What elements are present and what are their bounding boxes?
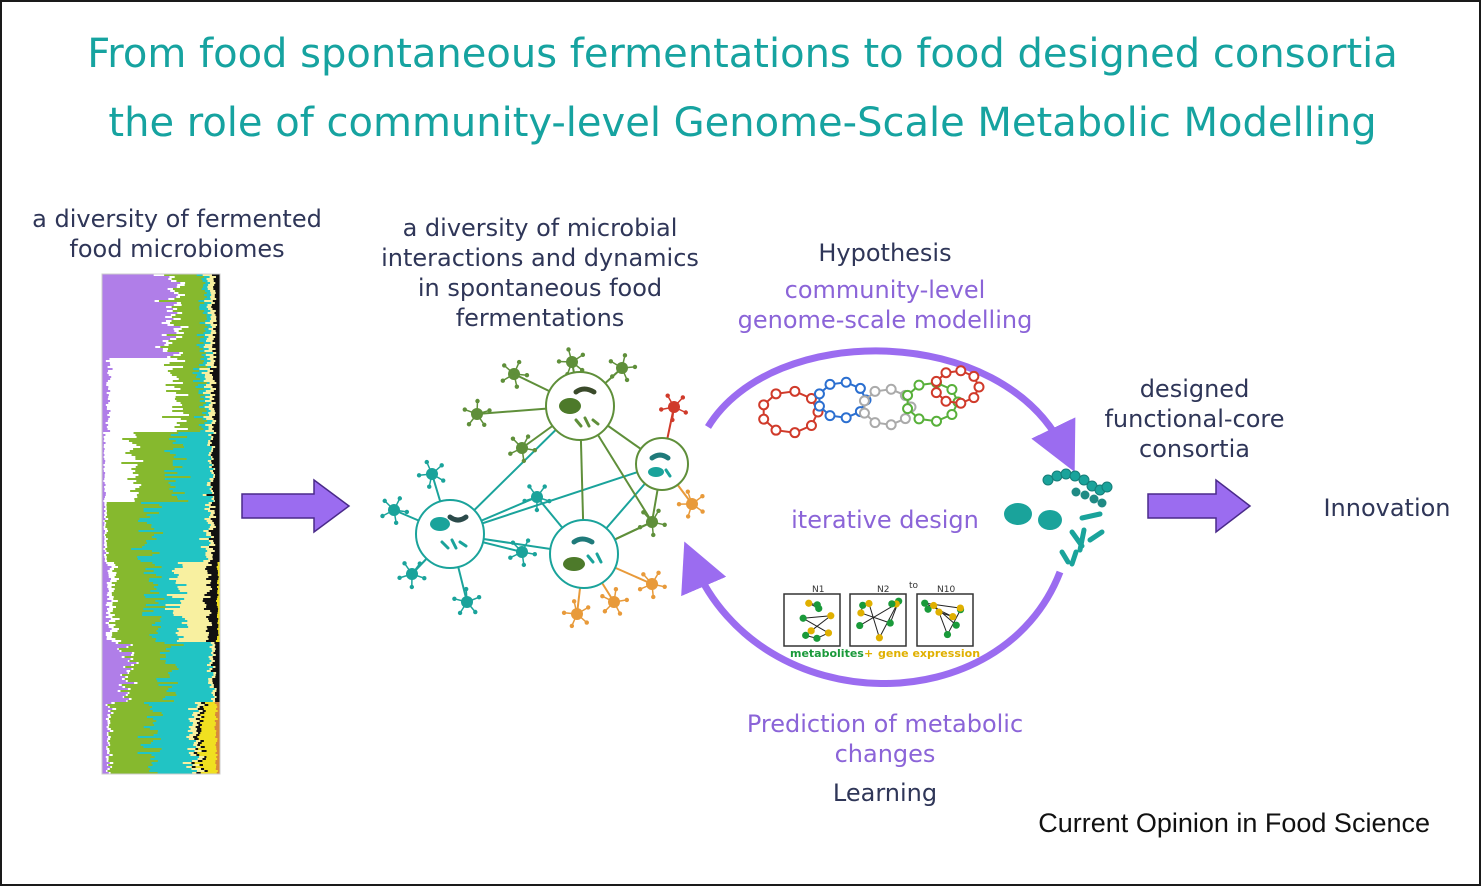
satellite-node [449,533,538,568]
right-arrow-1 [241,478,351,534]
coccus-cell [1080,490,1090,500]
microbiome-composition-strip [102,274,220,774]
label-line: consortia [1139,435,1250,463]
coccus-cell [1071,487,1081,497]
label-line: in spontaneous food [417,274,663,302]
label-microbial-interactions: a diversity of microbial interactions an… [360,213,720,333]
label-hypothesis: Hypothesis [818,239,952,267]
label-iterative-design: iterative design [791,506,979,534]
label-line: community-level [784,276,986,304]
label-line: designed [1139,375,1250,403]
coccus-cell [1042,474,1054,486]
label-line: a diversity of fermented [32,205,322,233]
network-box [916,593,974,647]
coccus-cell [1078,474,1090,486]
metabolic-ring [930,365,985,409]
satellite-node [522,484,585,555]
label-line: changes [834,740,936,768]
metabolic-ring [758,385,824,439]
coccus-cell [1101,481,1113,493]
coccus-cell [1051,470,1063,482]
label-line: functional-core [1104,405,1285,433]
genome-scale-model-icon [758,365,985,439]
label-fermented-microbiomes: a diversity of fermented food microbiome… [12,204,342,264]
satellite-node [500,359,581,407]
panel-label-n1: N1 [812,585,824,595]
label-line: genome-scale modelling [737,306,1033,334]
label-innovation: Innovation [1323,494,1451,522]
microbe-hub [415,499,485,569]
label-community-modelling: community-level genome-scale modelling [705,275,1065,335]
label-line: fermentations [455,304,625,332]
label-line: food microbiomes [69,235,285,263]
legend-gene-expression: gene expression [878,647,980,660]
networks-panel: N1 N2 to N10 metabolites + gene expressi… [783,581,980,661]
coccus-cell [1097,498,1107,508]
cycle-arrow-bottom [681,541,1064,687]
label-line: interactions and dynamics [381,244,699,272]
legend-line: metabolites + gene expression [790,642,980,661]
coccus-cell [1089,494,1099,504]
satellite-node [462,398,581,427]
strip-border [101,273,221,775]
network-box [849,593,907,647]
coccus-cell [1060,468,1072,480]
microbe-hub [545,371,615,441]
cycle-arrow-top [705,347,1076,473]
panel-label-to: to [909,581,919,591]
microbe-hub [549,519,619,589]
designed-consortium-icon [1004,468,1113,567]
microbial-interaction-network [380,347,705,629]
label-designed-consortia: designed functional-core consortia [1087,374,1302,464]
label-line: Prediction of metabolic [746,710,1024,738]
coccus-cell [1069,470,1081,482]
title-line-2: the role of community-level Genome-Scale… [108,100,1377,146]
microbe-hub [635,437,689,491]
network-box [783,593,841,647]
journal-credit: Current Opinion in Food Science [1038,808,1430,838]
right-arrow-2 [1147,478,1252,534]
label-learning: Learning [832,779,938,807]
legend-metabolites: metabolites [790,647,864,660]
label-line: a diversity of microbial [402,214,678,242]
title-line-1: From food spontaneous fermentations to f… [87,31,1398,77]
label-prediction: Prediction of metabolic changes [705,709,1065,769]
panel-label-n10: N10 [937,585,955,595]
legend-plus: + [864,647,873,660]
panel-label-n2: N2 [877,585,889,595]
